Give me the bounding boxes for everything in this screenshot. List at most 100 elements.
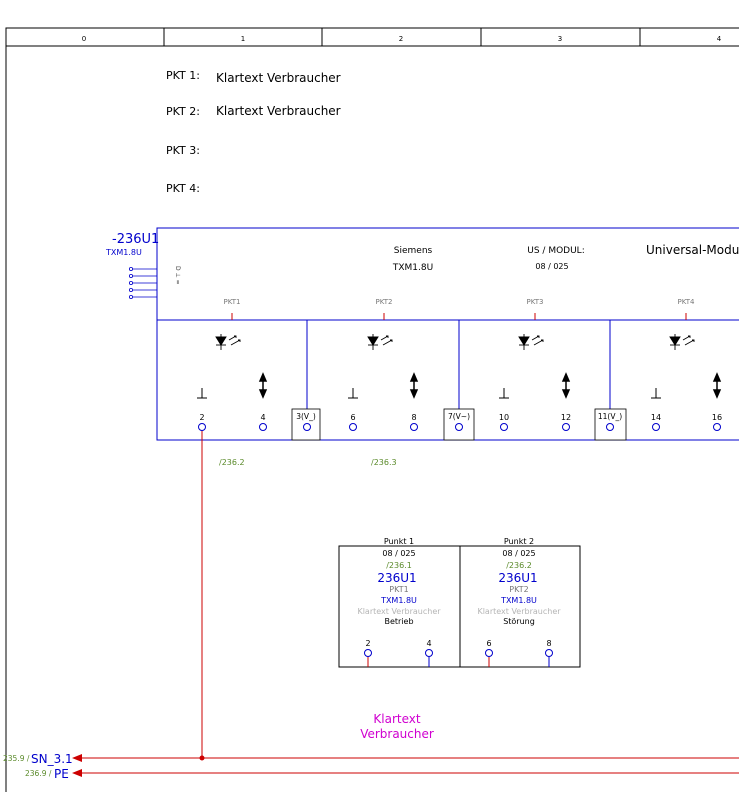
point-pkt: PKT2 — [509, 585, 528, 594]
terminal-label: 4 — [260, 413, 265, 422]
point-status: Störung — [503, 617, 535, 626]
point-terminal[interactable] — [364, 649, 372, 657]
channel-pkt-label: PKT1 — [224, 298, 241, 306]
point-terminal-label: 2 — [365, 639, 370, 648]
point-status: Betrieb — [384, 617, 413, 626]
ruler-col-1: 1 — [241, 35, 245, 43]
terminal-4[interactable] — [259, 423, 267, 431]
terminal-label: 16 — [712, 413, 722, 422]
common-terminal-label: 11(V_) — [598, 412, 622, 421]
point-title: Punkt 2 — [504, 537, 534, 546]
bus-connector-icon: D ⊥ = — [128, 266, 181, 299]
point-klartext: Klartext Verbraucher — [477, 607, 561, 616]
pkt-label-4: PKT 4: — [166, 182, 200, 195]
point-ref[interactable]: /236.1 — [386, 561, 412, 570]
point-terminal[interactable] — [425, 649, 433, 657]
rail-ref[interactable]: 235.9 / — [3, 754, 30, 763]
terminal-8[interactable] — [410, 423, 418, 431]
pkt-label-list: PKT 1: Klartext Verbraucher PKT 2: Klart… — [166, 69, 341, 195]
pkt-label-1: PKT 1: — [166, 69, 200, 82]
point-ref[interactable]: /236.2 — [506, 561, 532, 570]
module-type: TXM1.8U — [105, 248, 142, 257]
point-klartext: Klartext Verbraucher — [357, 607, 441, 616]
terminal-label: 10 — [499, 413, 509, 422]
point-box-2: Punkt 2 08 / 025 /236.2 236U1 PKT2 TXM1.… — [459, 537, 581, 668]
channel-4: PKT4 14 16 — [651, 298, 722, 431]
ground-icon — [197, 388, 207, 399]
terminal-label: 14 — [651, 413, 661, 422]
channel-1: PKT1 2 4 3(V_) — [197, 298, 321, 441]
terminal-16[interactable] — [713, 423, 721, 431]
led-icon — [215, 334, 241, 350]
terminal-11[interactable] — [606, 423, 614, 431]
channel-3: PKT3 10 12 11(V_) — [499, 298, 627, 441]
point-terminal-label: 8 — [546, 639, 551, 648]
terminal-2[interactable] — [198, 423, 206, 431]
module-manufacturer: Siemens — [394, 246, 433, 256]
point-type: TXM1.8U — [380, 596, 417, 605]
terminal-label: 8 — [411, 413, 416, 422]
terminal-14[interactable] — [652, 423, 660, 431]
point-terminal[interactable] — [545, 649, 553, 657]
ruler-col-0: 0 — [82, 35, 86, 43]
led-icon — [669, 334, 695, 350]
signal-arrow-icon — [409, 372, 419, 399]
terminal-6[interactable] — [349, 423, 357, 431]
channel-pkt-label: PKT3 — [527, 298, 544, 306]
module-part: TXM1.8U — [392, 263, 433, 273]
point-us: 08 / 025 — [382, 549, 415, 558]
klartext-label-line1: Klartext — [373, 712, 420, 726]
terminal-12[interactable] — [562, 423, 570, 431]
rail-name: PE — [54, 767, 69, 781]
pkt-label-2: PKT 2: — [166, 105, 200, 118]
point-us: 08 / 025 — [502, 549, 535, 558]
common-terminal-label: 3(V_) — [296, 412, 316, 421]
signal-arrow-icon — [561, 372, 571, 399]
ground-icon — [499, 388, 509, 399]
point-id: 236U1 — [377, 571, 416, 585]
rail-arrow-icon — [72, 754, 82, 762]
rail-ref[interactable]: 236.9 / — [25, 769, 52, 778]
terminal-10[interactable] — [500, 423, 508, 431]
rail-sn[interactable]: 235.9 / SN_3.1 — [3, 752, 739, 766]
ground-icon — [348, 388, 358, 399]
point-box-1: Punkt 1 08 / 025 /236.1 236U1 PKT1 TXM1.… — [338, 537, 461, 668]
klartext-label-line2: Verbraucher — [360, 727, 434, 741]
common-terminal-box — [291, 408, 321, 441]
rail-pe[interactable]: 236.9 / PE — [25, 767, 739, 781]
rail-name: SN_3.1 — [31, 752, 73, 766]
terminal-7[interactable] — [455, 423, 463, 431]
point-terminal[interactable] — [485, 649, 493, 657]
point-pkt: PKT1 — [389, 585, 408, 594]
terminal-label: 2 — [199, 413, 204, 422]
ruler-col-4: 4 — [717, 35, 722, 43]
module-us-label: US / MODUL: — [527, 246, 584, 256]
point-terminal-label: 4 — [426, 639, 431, 648]
ruler-col-2: 2 — [399, 35, 403, 43]
terminal-label: 6 — [350, 413, 355, 422]
terminal-label: 12 — [561, 413, 571, 422]
module-us-value: 08 / 025 — [535, 262, 568, 271]
signal-arrow-icon — [258, 372, 268, 399]
module-header: -236U1 TXM1.8U Siemens TXM1.8U US / MODU… — [105, 232, 739, 273]
point-terminal-label: 6 — [486, 639, 491, 648]
pkt-text-2: Klartext Verbraucher — [216, 104, 341, 118]
module-frame — [156, 227, 739, 441]
svg-text:D ⊥ =: D ⊥ = — [174, 266, 181, 285]
rail-arrow-icon — [72, 769, 82, 777]
led-icon — [367, 334, 393, 350]
common-terminal-label: 7(V~) — [448, 412, 470, 421]
column-ruler: 0 1 2 3 4 — [5, 27, 739, 47]
crossref-2[interactable]: /236.3 — [371, 458, 397, 467]
crossref-1[interactable]: /236.2 — [219, 458, 245, 467]
terminal-3[interactable] — [303, 423, 311, 431]
ruler-col-3: 3 — [558, 35, 562, 43]
channel-2: PKT2 6 8 7(V~) — [348, 298, 475, 441]
pkt-text-1: Klartext Verbraucher — [216, 71, 341, 85]
module-title: Universal-Modul — [646, 243, 739, 257]
pkt-label-3: PKT 3: — [166, 144, 200, 157]
point-title: Punkt 1 — [384, 537, 414, 546]
channel-pkt-label: PKT2 — [376, 298, 393, 306]
channel-pkt-label: PKT4 — [678, 298, 696, 306]
